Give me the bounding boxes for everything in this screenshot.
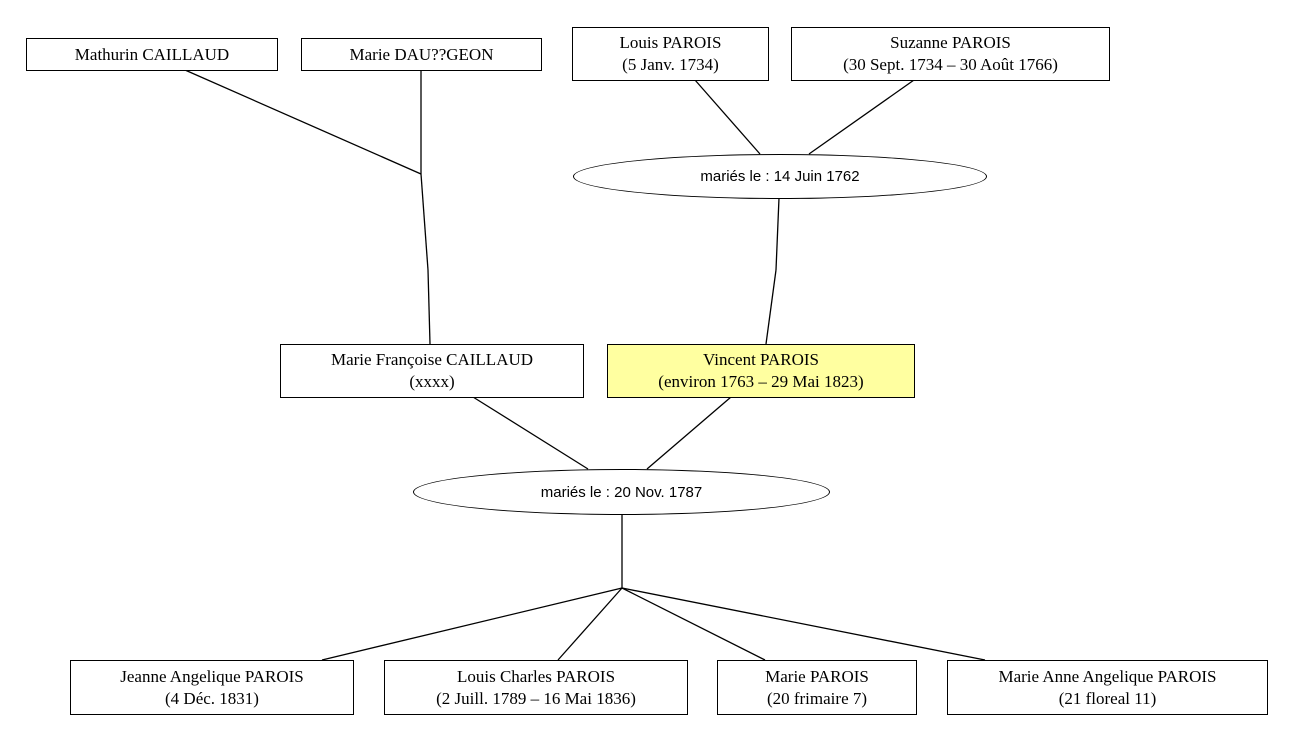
connector-line xyxy=(646,396,732,470)
person-mathurin-caillaud[interactable]: Mathurin CAILLAUD xyxy=(26,38,278,71)
person-name: Louis PAROIS xyxy=(619,33,722,52)
person-marie-dau-geon[interactable]: Marie DAU??GEON xyxy=(301,38,542,71)
person-marie-anne-angelique-parois[interactable]: Marie Anne Angelique PAROIS (21 floreal … xyxy=(947,660,1268,715)
person-dates: (2 Juill. 1789 – 16 Mai 1836) xyxy=(436,688,636,708)
connector-line xyxy=(765,269,777,345)
person-marie-francoise-caillaud[interactable]: Marie Françoise CAILLAUD (xxxx) xyxy=(280,344,584,398)
person-dates: (environ 1763 – 29 Mai 1823) xyxy=(658,372,864,391)
connector-line xyxy=(694,79,761,155)
person-marie-parois[interactable]: Marie PAROIS (20 frimaire 7) xyxy=(717,660,917,715)
person-dates: (30 Sept. 1734 – 30 Août 1766) xyxy=(843,55,1058,74)
marriage-1787[interactable]: mariés le : 20 Nov. 1787 xyxy=(413,469,830,515)
connector-line xyxy=(472,396,589,470)
person-dates: (20 frimaire 7) xyxy=(766,688,868,708)
person-suzanne-parois[interactable]: Suzanne PAROIS (30 Sept. 1734 – 30 Août … xyxy=(791,27,1110,81)
connector-line xyxy=(420,173,429,271)
connector-line xyxy=(321,587,623,661)
person-jeanne-angelique-parois[interactable]: Jeanne Angelique PAROIS (4 Déc. 1831) xyxy=(70,660,354,715)
person-name: Suzanne PAROIS xyxy=(890,33,1011,52)
person-name: Marie Anne Angelique PAROIS xyxy=(998,666,1217,686)
person-dates: (4 Déc. 1831) xyxy=(165,688,259,708)
connector-line xyxy=(184,69,422,175)
person-name: Louis Charles PAROIS xyxy=(456,666,616,686)
connector-line xyxy=(621,587,986,661)
marriage-label: mariés le : 14 Juin 1762 xyxy=(700,168,860,185)
person-louis-parois[interactable]: Louis PAROIS (5 Janv. 1734) xyxy=(572,27,769,81)
person-louis-charles-parois[interactable]: Louis Charles PAROIS (2 Juill. 1789 – 16… xyxy=(384,660,688,715)
person-dates: (5 Janv. 1734) xyxy=(622,55,719,74)
marriage-label: mariés le : 20 Nov. 1787 xyxy=(540,483,703,501)
connector-line xyxy=(557,587,623,661)
person-name: Mathurin CAILLAUD xyxy=(74,44,230,64)
connector-line xyxy=(775,197,780,271)
marriage-1762[interactable]: mariés le : 14 Juin 1762 xyxy=(573,154,987,199)
person-dates: (21 floreal 11) xyxy=(1058,688,1157,708)
person-name: Marie PAROIS xyxy=(765,666,869,686)
person-dates: (xxxx) xyxy=(409,372,455,391)
person-vincent-parois[interactable]: Vincent PAROIS (environ 1763 – 29 Mai 18… xyxy=(607,344,915,398)
connector-line xyxy=(808,79,915,155)
person-name: Jeanne Angelique PAROIS xyxy=(120,666,304,686)
connector-line xyxy=(427,269,431,345)
person-name: Marie DAU??GEON xyxy=(349,44,494,64)
person-name: Vincent PAROIS xyxy=(703,350,819,369)
connector-line xyxy=(621,587,766,661)
person-name: Marie Françoise CAILLAUD xyxy=(330,350,534,369)
